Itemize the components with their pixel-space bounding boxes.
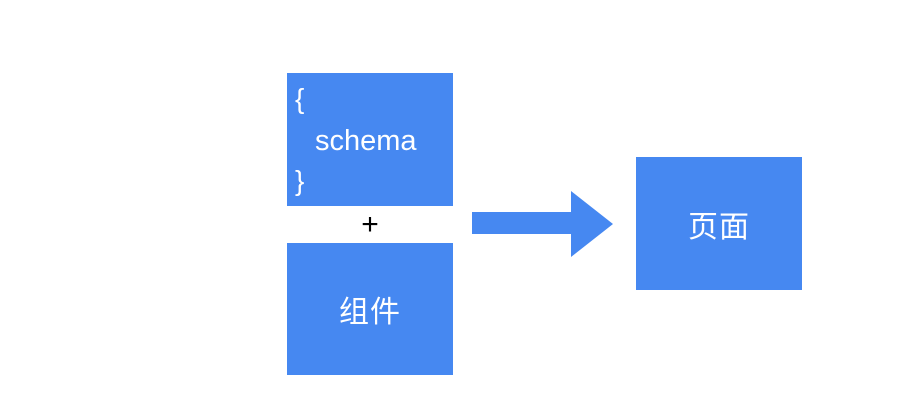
schema-box: { schema } bbox=[287, 73, 453, 206]
component-label: 组件 bbox=[339, 295, 401, 330]
schema-label: schema bbox=[315, 125, 417, 157]
open-brace: { bbox=[295, 83, 305, 114]
plus-operator: + bbox=[361, 208, 379, 241]
component-box: 组件 bbox=[287, 243, 453, 375]
page-box: 页面 bbox=[636, 157, 802, 290]
page-label: 页面 bbox=[688, 209, 750, 245]
arrow-shape bbox=[472, 191, 613, 257]
close-brace: } bbox=[295, 165, 305, 196]
